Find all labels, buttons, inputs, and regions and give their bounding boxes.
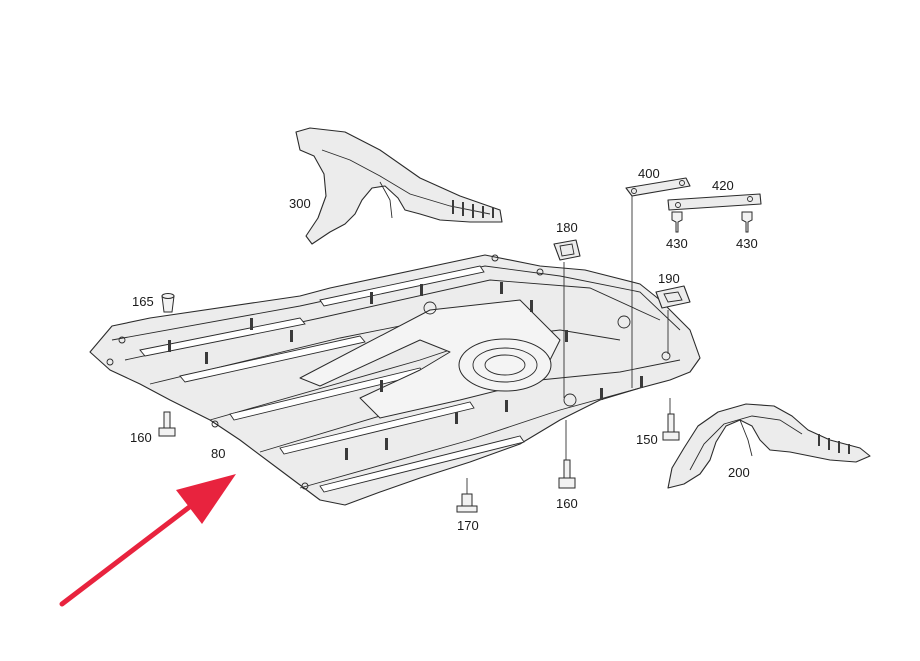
bar-420 (667, 193, 762, 211)
label-160-left: 160 (130, 430, 152, 445)
leader-lines (466, 196, 671, 494)
label-420: 420 (712, 178, 734, 193)
screw-150 (662, 413, 680, 441)
bracket-400 (625, 177, 691, 197)
screw-160-bottom (558, 459, 576, 489)
clip-190 (655, 285, 691, 309)
nut-170 (456, 493, 478, 513)
label-200: 200 (728, 465, 750, 480)
label-430-right: 430 (736, 236, 758, 251)
label-190: 190 (658, 271, 680, 286)
wheel-liner-rear (667, 403, 871, 489)
red-arrow (59, 474, 236, 607)
wheel-liner-front (295, 127, 503, 245)
label-170: 170 (457, 518, 479, 533)
label-400: 400 (638, 166, 660, 181)
underbody-panel (89, 254, 701, 506)
screw-430-right (741, 211, 753, 233)
screw-160-left (158, 411, 176, 437)
label-160-bottom: 160 (556, 496, 578, 511)
clip-180 (553, 239, 581, 261)
label-150: 150 (636, 432, 658, 447)
label-180: 180 (556, 220, 578, 235)
label-165: 165 (132, 294, 154, 309)
label-300: 300 (289, 196, 311, 211)
screw-430-left (671, 211, 683, 233)
screw-165 (161, 293, 175, 313)
label-80: 80 (211, 446, 225, 461)
label-430-left: 430 (666, 236, 688, 251)
